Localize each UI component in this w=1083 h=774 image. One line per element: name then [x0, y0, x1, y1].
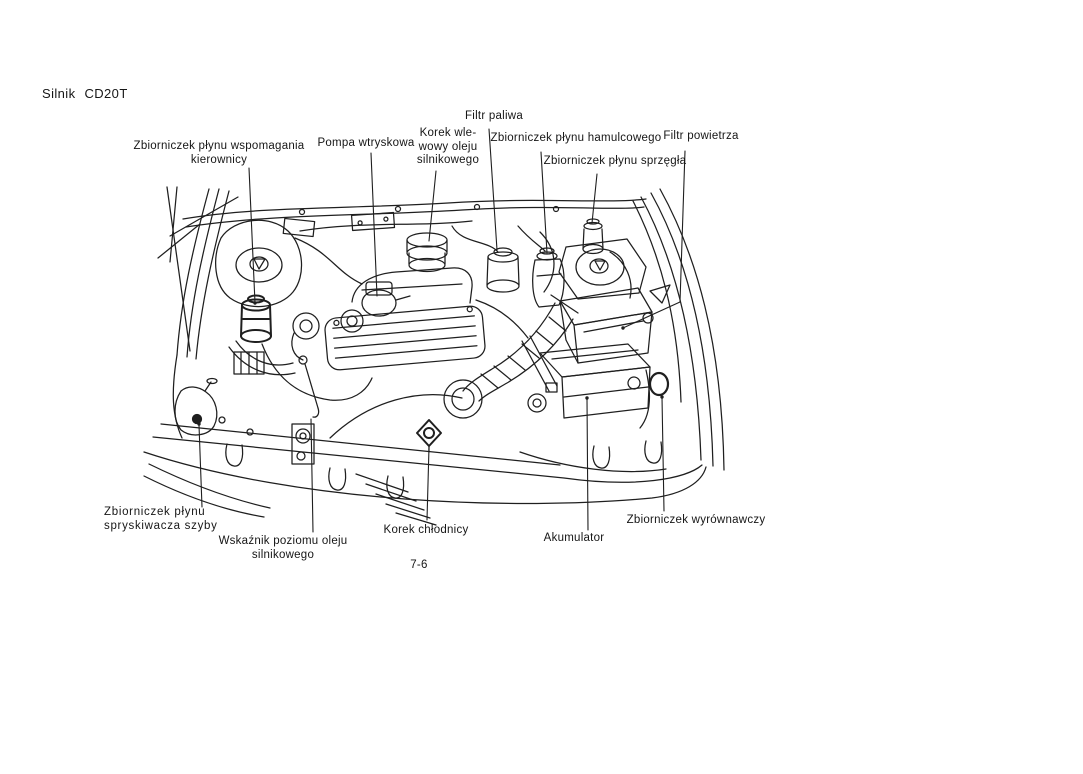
label-clutch-fluid-reservoir: Zbiorniczek płynu sprzęgła	[543, 155, 687, 167]
turbo-intake-hose-drawing	[443, 294, 579, 419]
battery-drawing	[521, 335, 651, 419]
leader-power-steering	[248, 167, 256, 304]
oil-dipstick-drawing	[298, 355, 320, 418]
page-title: Silnik CD20T	[42, 86, 128, 101]
leader-fuel-filter	[488, 128, 498, 251]
label-radiator-cap: Korek chłodnicy	[383, 524, 469, 536]
label-oil-dipstick: Wskaźnik poziomu oleju silnikowego	[218, 535, 348, 561]
hoses-and-misc-drawing	[218, 203, 632, 526]
label-injection-pump: Pompa wtryskowa	[317, 137, 415, 149]
engine-mount-drawing	[291, 423, 315, 465]
leader-oil-filler	[428, 170, 437, 242]
car-body-outline	[143, 186, 725, 518]
washer-reservoir-drawing	[174, 377, 218, 436]
expansion-tank-drawing	[639, 369, 670, 429]
air-filter-box-drawing	[559, 284, 671, 364]
page-number: 7-6	[410, 559, 428, 571]
leader-radiator-cap	[426, 446, 430, 521]
label-fuel-filter: Filtr paliwa	[465, 110, 523, 122]
label-power-steering-reservoir: Zbiorniczek płynu wspomagania kierownicy	[133, 140, 305, 166]
leader-injection-pump	[370, 152, 378, 297]
leader-brake-fluid	[540, 151, 548, 254]
oil-filler-cap-drawing	[406, 232, 448, 273]
engine-valve-cover-drawing	[324, 267, 486, 371]
leader-lines	[197, 128, 686, 533]
leader-air-filter	[622, 150, 686, 329]
right-strut-tower	[558, 238, 647, 300]
leader-expansion-tank	[661, 396, 665, 512]
label-expansion-tank: Zbiorniczek wyrównawczy	[626, 514, 766, 526]
power-steering-reservoir-drawing	[240, 294, 272, 343]
label-washer-fluid-reservoir: Zbiorniczek płynu spryskiwacza szyby	[104, 506, 218, 532]
clutch-fluid-reservoir-drawing	[582, 218, 604, 255]
brake-fluid-reservoir-drawing	[532, 247, 565, 308]
leader-washer-fluid	[198, 424, 203, 508]
left-strut-tower	[215, 219, 303, 308]
leader-battery	[586, 398, 589, 531]
label-brake-fluid-reservoir: Zbiorniczek płynu hamulcowego	[490, 132, 662, 144]
label-oil-filler-cap: Korek wle- wowy oleju silnikowego	[416, 127, 480, 166]
fuel-filter-drawing	[486, 247, 520, 293]
leader-clutch-fluid	[591, 173, 598, 224]
label-air-filter: Filtr powietrza	[663, 130, 739, 142]
label-battery: Akumulator	[543, 532, 605, 544]
leader-dipstick	[310, 418, 314, 533]
